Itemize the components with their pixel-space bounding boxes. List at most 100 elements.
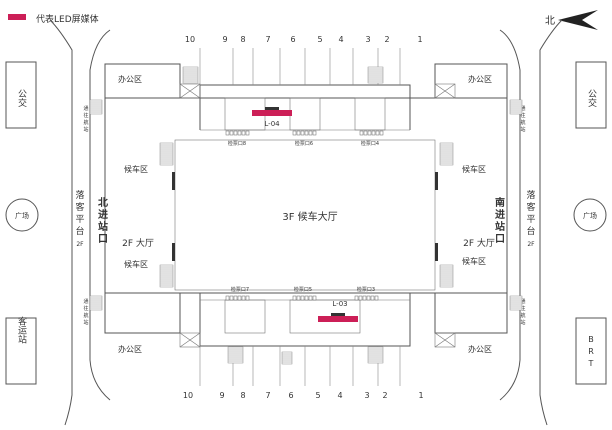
gate-mark — [375, 130, 380, 136]
bottom-platform-number: 9 — [219, 391, 224, 400]
svg-text:航: 航 — [83, 312, 88, 319]
right-2f-hall-label: 2F 大厅 — [463, 237, 495, 249]
svg-text:T: T — [588, 359, 594, 368]
svg-text:平: 平 — [75, 214, 84, 225]
compass-arrow-icon — [558, 10, 598, 30]
gate-mark — [379, 130, 384, 136]
gate-mark — [308, 130, 313, 136]
gate-mark — [241, 130, 246, 136]
office-label-bottom-left: 办公区 — [118, 344, 142, 354]
office-label-top-left: 办公区 — [118, 74, 142, 84]
right-bus-label: 公交 — [586, 89, 597, 108]
gate-mark — [233, 295, 238, 301]
bottom-platform-number: 8 — [240, 391, 245, 400]
gate-mark — [366, 295, 371, 301]
left-floor-label: 2F — [76, 241, 84, 248]
svg-text:R: R — [588, 347, 594, 356]
gate-mark — [292, 295, 297, 301]
transfer-label-top-right: 通 往 航 站 — [520, 105, 525, 133]
escalator-icon — [172, 172, 175, 190]
gate-label: 检票口6 — [295, 140, 313, 147]
gate-label: 检票口5 — [294, 286, 312, 293]
gate-mark — [300, 130, 305, 136]
gate-mark — [296, 295, 301, 301]
gate-mark — [312, 295, 317, 301]
bottom-platform-number: 10 — [183, 391, 193, 400]
led-label-l03: L-03 — [332, 300, 347, 308]
left-bus-station-label: 客运站 — [16, 315, 27, 344]
stair-block — [159, 264, 174, 288]
right-plaza-circle — [573, 198, 607, 232]
top-platform-number: 10 — [185, 35, 195, 44]
stair-block — [439, 142, 454, 166]
gate-mark — [296, 130, 301, 136]
bottom-platform-number: 5 — [315, 391, 320, 400]
svg-text:航: 航 — [83, 119, 88, 126]
svg-text:台: 台 — [526, 225, 535, 237]
left-2f-hall-label: 2F 大厅 — [122, 237, 154, 249]
right-road-line — [539, 19, 563, 426]
stair-block — [509, 295, 523, 311]
svg-text:站: 站 — [83, 126, 88, 133]
main-hall-label: 3F 候车大厅 — [282, 210, 337, 223]
gate-mark — [237, 130, 242, 136]
gate-mark — [363, 130, 368, 136]
svg-text:往: 往 — [83, 112, 88, 119]
gate-mark — [358, 295, 363, 301]
gate-mark — [245, 295, 250, 301]
gate-mark — [371, 130, 376, 136]
escalator-icon — [435, 172, 438, 190]
waiting-area-label-tl: 候车区 — [124, 164, 148, 174]
waiting-area-label-tr: 候车区 — [462, 164, 486, 174]
top-platform-number: 2 — [384, 35, 389, 44]
bottom-platform-number: 2 — [382, 391, 387, 400]
gate-mark — [312, 130, 317, 136]
gate-mark — [237, 295, 242, 301]
svg-text:北: 北 — [98, 196, 108, 209]
led-screen-l03 — [318, 316, 358, 322]
gate-label: 检票口4 — [361, 140, 379, 147]
stair-block — [89, 295, 103, 311]
svg-text:落: 落 — [75, 189, 84, 201]
svg-text:进: 进 — [495, 208, 505, 221]
top-platform-numbers: 10 9 8 7 6 5 4 3 2 1 — [185, 35, 423, 44]
left-bus-box — [5, 61, 37, 129]
gate-mark — [362, 295, 367, 301]
stair-block — [159, 142, 174, 166]
svg-text:通: 通 — [520, 105, 525, 112]
bottom-right-office-block — [434, 293, 508, 334]
svg-text:通: 通 — [83, 298, 88, 305]
gate-label: 检票口3 — [357, 286, 375, 293]
left-bus-station-box — [5, 317, 37, 385]
transfer-label-bottom-left: 通 往 航 站 — [83, 298, 88, 326]
bottom-left-office-block — [104, 293, 181, 334]
top-platform-number: 5 — [317, 35, 322, 44]
right-brt-box — [575, 317, 607, 385]
top-platform-number: 9 — [222, 35, 227, 44]
led-screen-l04 — [252, 110, 292, 116]
gate-mark — [308, 295, 313, 301]
top-platform-number: 6 — [290, 35, 295, 44]
svg-text:站: 站 — [520, 319, 525, 326]
gate-mark — [229, 295, 234, 301]
right-bus-box — [575, 61, 607, 129]
main-hall-outline — [104, 97, 508, 294]
svg-text:口: 口 — [98, 234, 108, 245]
svg-text:通: 通 — [520, 298, 525, 305]
gate-mark — [225, 295, 230, 301]
led-screen-l03-mount — [331, 313, 345, 316]
gate-mark — [374, 295, 379, 301]
gate-mark — [304, 295, 309, 301]
legend-swatch — [8, 14, 26, 20]
svg-text:航: 航 — [520, 119, 525, 126]
bottom-platform-number: 7 — [265, 391, 270, 400]
gate-mark — [359, 130, 364, 136]
top-right-office-block — [434, 63, 508, 98]
right-platform-label: 落 客 平 台 — [526, 189, 535, 237]
office-label-top-right: 办公区 — [468, 74, 492, 84]
inner-hall — [174, 139, 436, 291]
bottom-platform-number: 3 — [364, 391, 369, 400]
bottom-platform-numbers: 10 9 8 7 6 5 4 3 2 1 — [183, 391, 424, 400]
svg-text:台: 台 — [75, 225, 84, 237]
